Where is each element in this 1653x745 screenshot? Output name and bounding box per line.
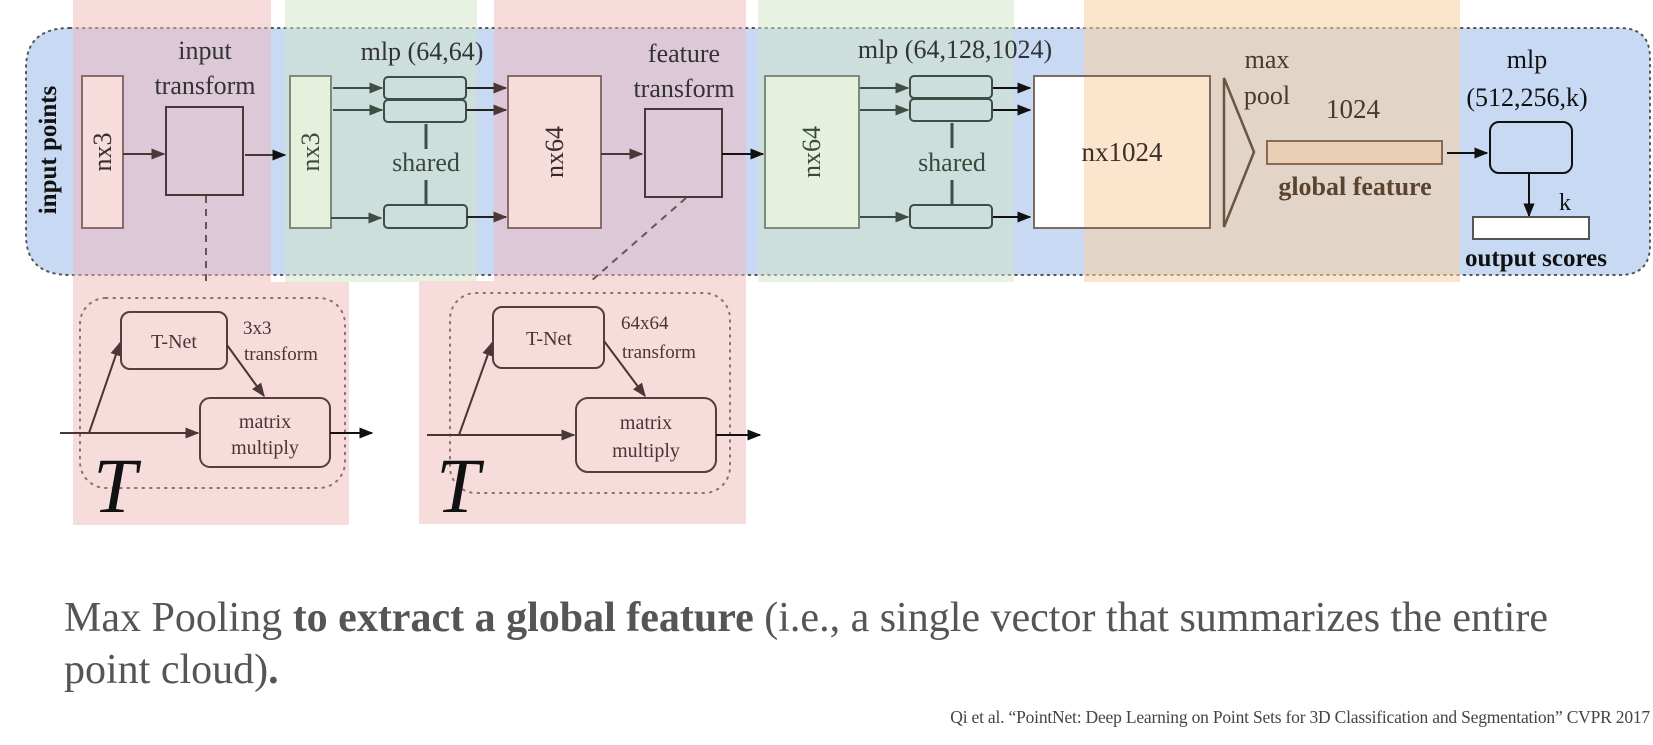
matrix-multiply-feature-label-1: matrix — [620, 412, 672, 434]
input-transform-label-2: transform — [154, 71, 255, 100]
tnet-block-feature: T-Net 64x64 transform matrix multiply T — [419, 281, 762, 529]
tnet-feature-label: T-Net — [526, 328, 572, 350]
point-features-nx1024-box — [1033, 75, 1211, 229]
tnet-block-feature-outline — [449, 292, 731, 494]
caption-part1: Max Pooling — [64, 595, 293, 641]
tnet-input-box — [120, 311, 228, 370]
tnet-input-branch-arrow — [88, 341, 122, 434]
slide-caption: Max Pooling to extract a global feature … — [64, 592, 1624, 696]
tnet-feature-transform-arrow — [603, 340, 646, 398]
pointnet-diagram: input points nx3 input transform nx3 mlp… — [25, 0, 1651, 529]
output-size-label: k — [1559, 190, 1571, 216]
mlp2-label: mlp (64,128,1024) — [858, 35, 1052, 64]
tnet-block-input-outline — [79, 297, 346, 489]
feature-transform-label-2: transform — [633, 74, 734, 103]
mlp3-label-2: (512,256,k) — [1466, 83, 1587, 112]
transformed-nx64-box — [764, 75, 860, 229]
transformed-nx3-label: nx3 — [296, 133, 325, 172]
global-feature-label: global feature — [1278, 172, 1431, 201]
input-nx3-label: nx3 — [88, 133, 117, 172]
tnet-feature-symbol: T — [436, 442, 484, 529]
max-pool-label-1: max — [1245, 45, 1290, 74]
point-features-nx1024-label: nx1024 — [1082, 137, 1164, 167]
tnet-feature-box — [492, 306, 605, 369]
citation: Qi et al. “PointNet: Deep Learning on Po… — [950, 707, 1650, 727]
tnet-block-input-bg — [73, 282, 349, 525]
tnet-input-transform-arrow — [226, 344, 265, 398]
features-nx64-label: nx64 — [540, 126, 569, 178]
tnet-feature-branch-arrow — [458, 341, 494, 436]
transformed-nx3-box — [289, 75, 332, 229]
output-scores-box — [1472, 216, 1590, 240]
global-feature-bar — [1266, 140, 1443, 165]
tnet-block-feature-bg — [419, 281, 746, 524]
point-features-orange — [1084, 76, 1210, 228]
mlp3-label-1: mlp — [1507, 45, 1547, 74]
max-pool-symbol — [1222, 77, 1256, 228]
tnet-input-transform-label: transform — [244, 344, 318, 365]
feature-transform-label-1: feature — [648, 39, 720, 68]
output-scores-label: output scores — [1465, 245, 1607, 272]
tnet-feature-transform-size: 64x64 — [621, 313, 669, 334]
mlp2-unit-2 — [909, 98, 993, 122]
features-nx64-box — [507, 75, 602, 229]
tnet-feature-transform-label: transform — [622, 342, 696, 363]
matrix-multiply-input-label-2: multiply — [231, 437, 299, 459]
tnet-block-input: T-Net 3x3 transform matrix multiply T — [60, 282, 374, 529]
matrix-multiply-feature-label-2: multiply — [612, 440, 680, 462]
max-pool-label-2: pool — [1244, 81, 1290, 110]
dashed-link-feature-tnet — [589, 197, 687, 283]
tnet-input-label: T-Net — [151, 331, 197, 353]
input-nx3-box — [81, 75, 124, 229]
mlp3-box — [1489, 121, 1573, 174]
caption-part2: (i.e., a single vector that summarizes t… — [64, 595, 1548, 693]
input-points-label: input points — [35, 85, 62, 214]
transformed-nx64-label: nx64 — [797, 126, 826, 178]
mlp1-shared-label: shared — [392, 148, 460, 177]
global-feature-size: 1024 — [1326, 94, 1381, 124]
matrix-multiply-input-label-1: matrix — [239, 411, 291, 433]
caption-end: . — [268, 647, 279, 693]
mlp1-label: mlp (64,64) — [361, 37, 484, 66]
point-features-white — [1034, 76, 1084, 228]
tnet-input-transform-size: 3x3 — [243, 318, 272, 339]
tnet-input-symbol: T — [93, 442, 141, 529]
mlp2-shared-label: shared — [918, 148, 986, 177]
mlp1-unit-2 — [383, 99, 467, 123]
input-transform-label-1: input — [178, 36, 232, 65]
input-transform-box — [165, 106, 244, 196]
caption-bold: to extract a global feature — [292, 595, 754, 641]
